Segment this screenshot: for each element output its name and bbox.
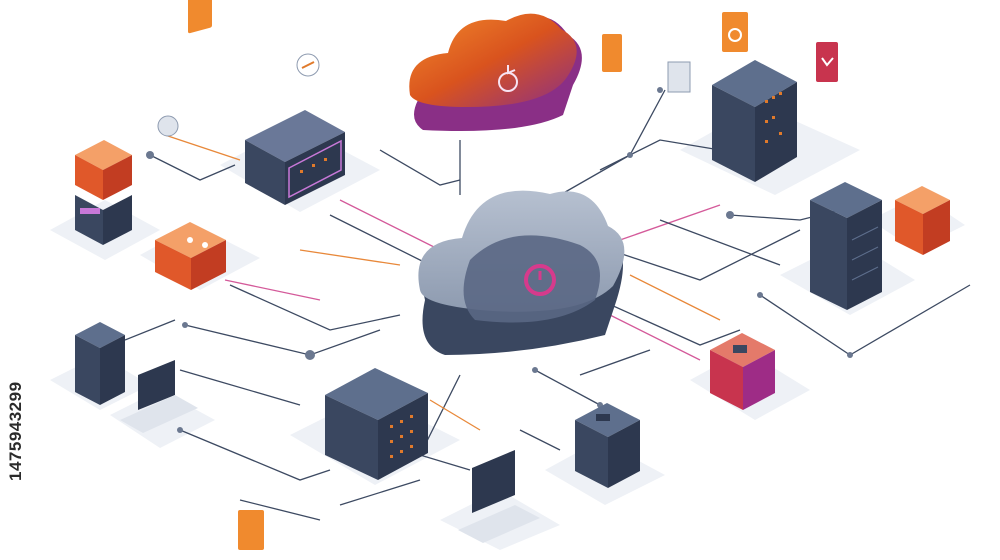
connection-nodes bbox=[146, 87, 853, 433]
database-icon bbox=[75, 140, 132, 245]
laptop-icon bbox=[458, 450, 540, 543]
server-rack-icon bbox=[325, 368, 428, 480]
document-icon bbox=[602, 34, 622, 72]
chip-icon bbox=[710, 333, 775, 410]
network-switch-icon bbox=[245, 110, 345, 205]
cloud-icon bbox=[409, 13, 582, 131]
document-icon bbox=[188, 0, 212, 34]
document-icon bbox=[667, 61, 691, 93]
connection-lines bbox=[124, 89, 971, 521]
server-rack-icon bbox=[810, 182, 882, 310]
cloud-icon bbox=[418, 190, 625, 355]
refresh-icon bbox=[498, 65, 518, 92]
storage-box-icon bbox=[155, 222, 226, 290]
server-rack-icon bbox=[75, 322, 125, 405]
chevron-icon bbox=[816, 42, 838, 82]
stock-id-watermark: 1475943299 bbox=[6, 381, 25, 481]
server-rack-icon bbox=[575, 403, 640, 488]
laptop-icon bbox=[120, 360, 198, 433]
storage-box-icon bbox=[895, 186, 950, 255]
power-icon bbox=[296, 53, 320, 77]
power-icon bbox=[524, 264, 556, 296]
shield-icon bbox=[722, 12, 748, 52]
document-icon bbox=[238, 510, 264, 550]
power-icon bbox=[157, 115, 179, 137]
server-rack-icon bbox=[712, 60, 797, 182]
